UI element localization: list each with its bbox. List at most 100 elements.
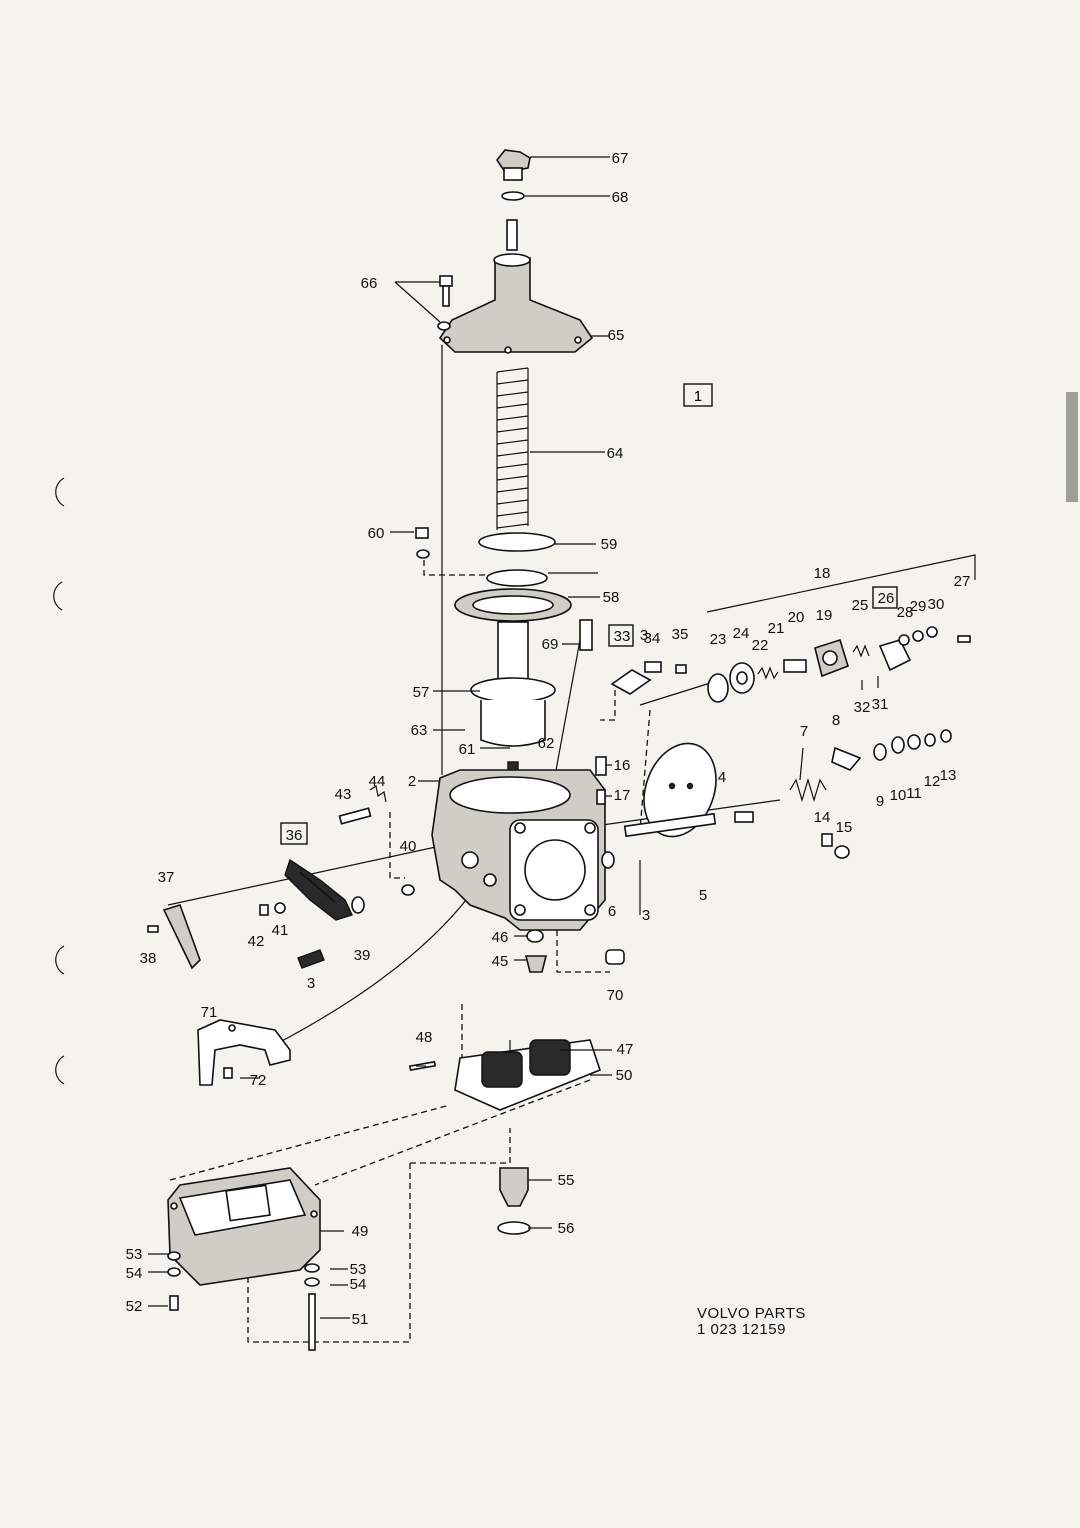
callout-2: 2 bbox=[408, 773, 416, 790]
callout-25: 25 bbox=[852, 597, 869, 614]
callout-27: 27 bbox=[954, 573, 971, 590]
callout-67: 67 bbox=[612, 150, 629, 167]
callout-37: 37 bbox=[158, 869, 175, 886]
edge-marker bbox=[1066, 392, 1078, 502]
throttle-disk-4 bbox=[643, 742, 717, 838]
callout-52: 52 bbox=[126, 1298, 143, 1315]
callout-19: 19 bbox=[816, 607, 833, 624]
lever-36 bbox=[284, 858, 365, 921]
catalog-number: 1 023 12159 bbox=[697, 1321, 786, 1338]
callout-3: 3 bbox=[307, 975, 315, 992]
callout-45: 45 bbox=[492, 953, 509, 970]
callout-9: 9 bbox=[876, 793, 884, 810]
callout-70: 70 bbox=[607, 987, 624, 1004]
jet-55-56 bbox=[497, 1167, 531, 1235]
screw-61 bbox=[415, 527, 430, 559]
callout-29: 29 bbox=[910, 598, 927, 615]
callout-47: 47 bbox=[617, 1041, 634, 1058]
float-chamber-lid bbox=[408, 1039, 601, 1111]
callout-11: 11 bbox=[906, 785, 922, 802]
callout-63: 63 bbox=[411, 722, 428, 739]
screws-14-15 bbox=[821, 833, 850, 859]
callout-53: 53 bbox=[126, 1246, 143, 1263]
callout-54: 54 bbox=[126, 1265, 143, 1282]
choke-assembly-18 bbox=[707, 626, 971, 703]
callout-3: 3 bbox=[640, 627, 648, 644]
bracket-33 bbox=[610, 661, 687, 695]
callout-38: 38 bbox=[140, 950, 157, 967]
callout-72: 72 bbox=[250, 1072, 267, 1089]
callout-46: 46 bbox=[492, 929, 509, 946]
callout-4: 4 bbox=[718, 769, 726, 786]
callout-18: 18 bbox=[814, 565, 831, 582]
callout-59: 59 bbox=[601, 536, 618, 553]
callout-31: 31 bbox=[872, 696, 889, 713]
screw-67 bbox=[437, 275, 453, 331]
shaft-3-left bbox=[297, 949, 325, 969]
callout-56: 56 bbox=[558, 1220, 575, 1237]
callout-69: 69 bbox=[542, 636, 559, 653]
callout-21: 21 bbox=[768, 620, 785, 637]
section-box-label: 1 bbox=[694, 388, 702, 405]
callout-10: 10 bbox=[890, 787, 907, 804]
bracket-72 bbox=[197, 1019, 291, 1086]
callout-23: 23 bbox=[710, 631, 727, 648]
callout-49: 49 bbox=[352, 1223, 369, 1240]
callout-3: 3 bbox=[642, 907, 650, 924]
lever-37 bbox=[147, 904, 201, 970]
callout-60: 60 bbox=[368, 525, 385, 542]
screws-16-17 bbox=[595, 756, 607, 805]
section-box bbox=[683, 383, 713, 407]
callout-17: 17 bbox=[614, 787, 631, 804]
bolt-51 bbox=[304, 1263, 320, 1351]
callout-68: 68 bbox=[612, 189, 629, 206]
callout-26: 26 bbox=[878, 590, 895, 607]
brand-label: VOLVO PARTS bbox=[697, 1305, 806, 1322]
carburetor-body bbox=[431, 769, 606, 931]
callout-65: 65 bbox=[608, 327, 625, 344]
callout-30: 30 bbox=[928, 596, 945, 613]
screws-43-44 bbox=[338, 785, 387, 825]
callout-64: 64 bbox=[607, 445, 624, 462]
callout-44: 44 bbox=[369, 773, 386, 790]
callout-8: 8 bbox=[832, 712, 840, 729]
binder-holes bbox=[53, 477, 65, 1085]
callout-71: 71 bbox=[201, 1004, 218, 1021]
callout-16: 16 bbox=[614, 757, 631, 774]
plug-71 bbox=[605, 949, 625, 965]
callout-13: 13 bbox=[940, 767, 957, 784]
callout-33: 33 bbox=[614, 628, 631, 645]
callout-62: 62 bbox=[538, 735, 555, 752]
piston-rings bbox=[454, 532, 572, 622]
callout-57: 57 bbox=[413, 684, 430, 701]
callout-61: 61 bbox=[459, 741, 476, 758]
callout-14: 14 bbox=[814, 809, 831, 826]
catalog-reference: VOLVO PARTS 1 023 12159 bbox=[697, 1306, 806, 1338]
callout-58: 58 bbox=[603, 589, 620, 606]
boxed-references: 1 bbox=[280, 383, 898, 845]
callout-15: 15 bbox=[836, 819, 853, 836]
callout-50: 50 bbox=[616, 1067, 633, 1084]
callout-35: 35 bbox=[672, 626, 689, 643]
callout-42: 42 bbox=[248, 933, 265, 950]
callout-24: 24 bbox=[733, 625, 750, 642]
callout-12: 12 bbox=[924, 773, 941, 790]
callout-6: 6 bbox=[608, 903, 616, 920]
guide-lines bbox=[169, 560, 651, 1343]
ref-box-26 bbox=[872, 586, 898, 609]
callout-20: 20 bbox=[788, 609, 805, 626]
callout-48: 48 bbox=[416, 1029, 433, 1046]
callout-22: 22 bbox=[752, 637, 769, 654]
callout-5: 5 bbox=[699, 887, 707, 904]
ref-box-33 bbox=[608, 624, 634, 647]
callout-66: 66 bbox=[361, 275, 378, 292]
pipe-40 bbox=[401, 884, 415, 896]
piston-57 bbox=[470, 621, 556, 791]
ref-box-36 bbox=[280, 822, 308, 845]
needle-70 bbox=[579, 619, 593, 651]
callout-40: 40 bbox=[400, 838, 417, 855]
callout-54: 54 bbox=[350, 1276, 367, 1293]
